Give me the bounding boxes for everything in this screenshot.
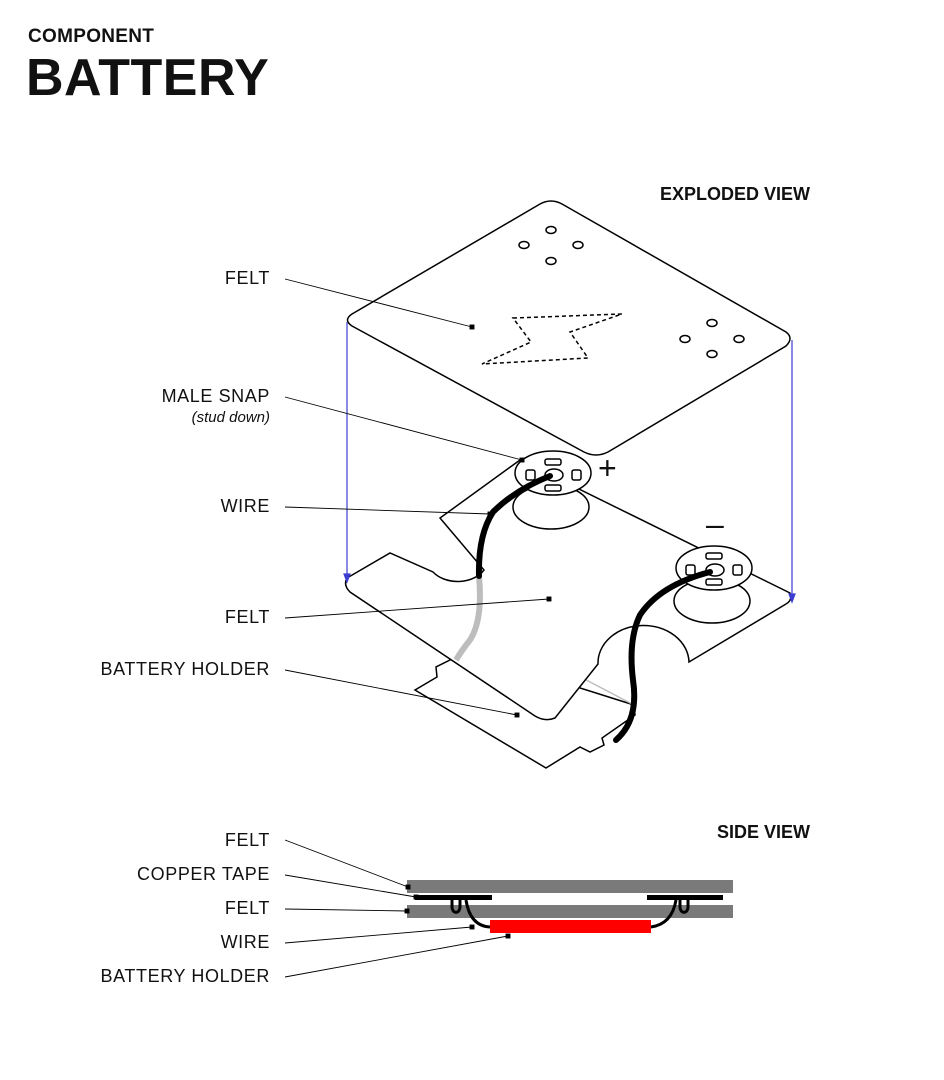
side-label-wire: WIRE bbox=[220, 932, 270, 952]
side-view-heading: SIDE VIEW bbox=[716, 822, 810, 842]
label-felt-bottom: FELT bbox=[224, 607, 270, 627]
exploded-view-heading: EXPLODED VIEW bbox=[659, 184, 810, 204]
page-title: BATTERY bbox=[26, 49, 270, 107]
felt-holes-top bbox=[518, 225, 745, 359]
page-kicker: COMPONENT bbox=[28, 26, 155, 47]
label-male-snap-note: (stud down) bbox=[191, 409, 270, 426]
minus-sign: – bbox=[706, 506, 724, 542]
side-battery-holder bbox=[490, 920, 651, 933]
side-copper-tape-left bbox=[415, 895, 492, 900]
label-male-snap: MALE SNAP bbox=[161, 386, 270, 406]
label-battery-holder: BATTERY HOLDER bbox=[100, 659, 270, 679]
side-snap-right bbox=[678, 900, 690, 914]
wire-hidden-segment bbox=[453, 575, 483, 662]
side-label-felt-bottom: FELT bbox=[224, 898, 270, 918]
side-felt-top bbox=[407, 880, 733, 893]
side-snap-left bbox=[450, 900, 462, 914]
guide-lines bbox=[343, 322, 796, 604]
side-felt-bottom bbox=[407, 905, 733, 918]
side-wire-right bbox=[650, 899, 678, 929]
side-view-diagram bbox=[407, 880, 733, 933]
leader-lines-side bbox=[284, 839, 511, 978]
male-snap-negative bbox=[675, 545, 753, 591]
side-wire-left bbox=[464, 899, 491, 929]
label-felt-top: FELT bbox=[224, 268, 270, 288]
felt-top-shape bbox=[346, 200, 791, 456]
side-label-felt-top: FELT bbox=[224, 830, 270, 850]
side-label-copper-tape: COPPER TAPE bbox=[137, 864, 270, 884]
leader-lines-exploded bbox=[284, 278, 552, 718]
plus-sign: + bbox=[598, 450, 617, 486]
wire-negative bbox=[613, 569, 713, 743]
wire-positive bbox=[475, 473, 553, 579]
side-copper-tape-right bbox=[647, 895, 723, 900]
label-wire: WIRE bbox=[220, 496, 270, 516]
side-label-battery-holder: BATTERY HOLDER bbox=[100, 966, 270, 986]
